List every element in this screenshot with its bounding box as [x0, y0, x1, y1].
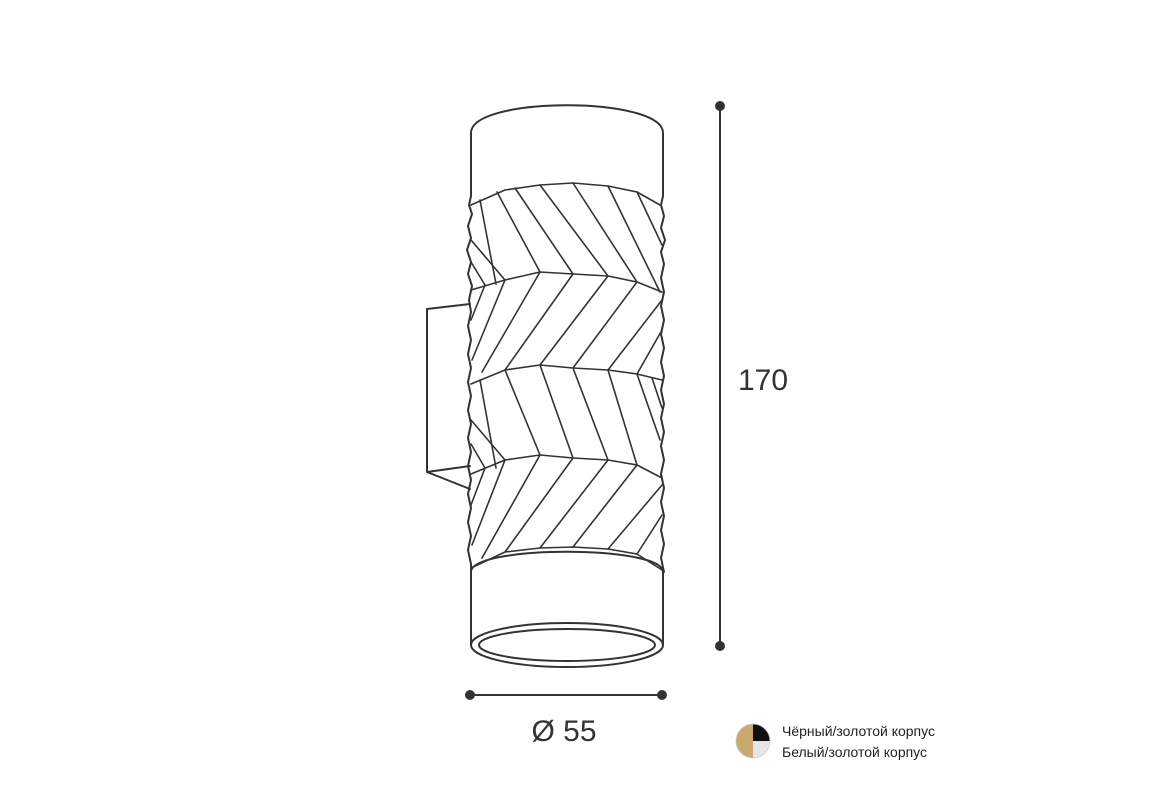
legend-item-white-gold: Белый/золотой корпус: [782, 744, 927, 760]
diameter-dimension: Ø 55: [465, 690, 667, 748]
legend-item-black-gold: Чёрный/золотой корпус: [782, 723, 935, 739]
bottom-ring: [470, 550, 664, 668]
color-legend: Чёрный/золотой корпус Белый/золотой корп…: [735, 723, 935, 760]
color-swatch-icon: [735, 723, 771, 759]
wall-bracket: [426, 303, 471, 490]
height-label: 170: [738, 364, 788, 397]
height-endpoint-top: [715, 101, 725, 111]
patterned-body: [466, 182, 666, 573]
diameter-endpoint-right: [657, 690, 667, 700]
top-cap: [470, 104, 664, 197]
height-endpoint-bottom: [715, 641, 725, 651]
height-dimension: 170: [715, 101, 788, 651]
diameter-label: Ø 55: [531, 715, 596, 748]
diameter-endpoint-left: [465, 690, 475, 700]
